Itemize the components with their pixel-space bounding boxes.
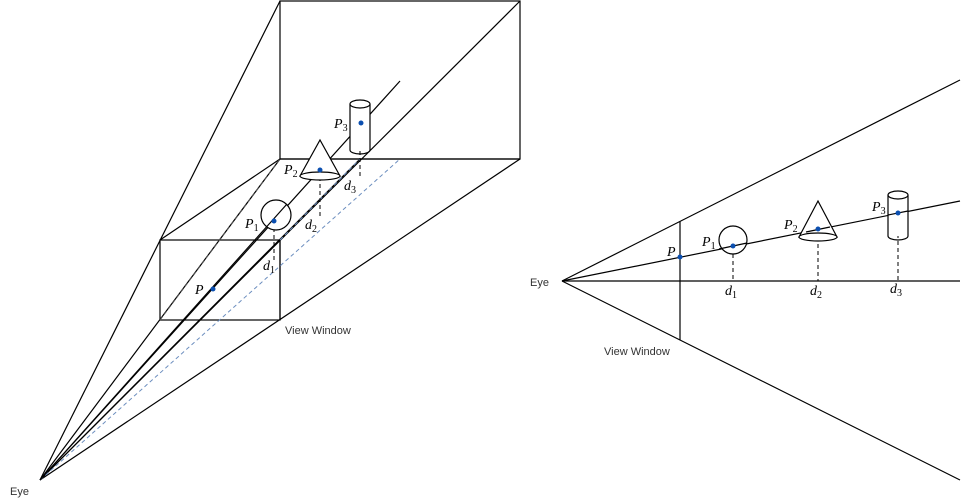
side-sphere-object bbox=[718, 225, 748, 255]
side-label-p2: P2 bbox=[783, 218, 798, 235]
label-d2: d2 bbox=[305, 218, 317, 235]
label-p1: P1 bbox=[244, 217, 259, 234]
side-cone-object bbox=[798, 199, 838, 242]
side-frustum-top bbox=[561, 79, 961, 282]
far-plane-rect bbox=[279, 0, 521, 160]
dashed-ground-projection bbox=[39, 158, 401, 481]
sight-ray-over-sphere bbox=[39, 203, 288, 481]
point-p2 bbox=[317, 167, 323, 173]
point-p bbox=[210, 286, 216, 292]
label-p2: P2 bbox=[283, 163, 298, 180]
label-p: P bbox=[194, 283, 204, 298]
side-label-d2: d2 bbox=[810, 284, 822, 301]
side-label-p1: P1 bbox=[701, 235, 716, 252]
point-p1 bbox=[271, 218, 277, 224]
side-label-p3: P3 bbox=[871, 200, 886, 217]
left-diagram: Eye View Window P P1 P2 P3 d1 d2 d3 bbox=[10, 0, 521, 498]
label-d1: d1 bbox=[263, 259, 275, 276]
cylinder-object bbox=[349, 99, 371, 155]
point-p3 bbox=[358, 120, 364, 126]
view-window-label: View Window bbox=[285, 325, 351, 337]
cone-object bbox=[298, 138, 342, 181]
dashed-window-to-far bbox=[159, 158, 281, 321]
side-label-d3: d3 bbox=[890, 282, 902, 299]
window-to-far-edge-left bbox=[159, 158, 281, 241]
side-eye-label: Eye bbox=[530, 277, 549, 289]
label-d3: d3 bbox=[344, 179, 356, 196]
frustum-edge-top-left bbox=[39, 0, 281, 481]
eye-label: Eye bbox=[10, 486, 29, 498]
side-label-d1: d1 bbox=[725, 284, 737, 301]
side-point-p2 bbox=[815, 226, 821, 232]
side-point-p bbox=[677, 254, 683, 260]
label-p3: P3 bbox=[333, 117, 348, 134]
side-frustum-bottom bbox=[561, 280, 961, 481]
side-point-p1 bbox=[730, 243, 736, 249]
side-view-window-label: View Window bbox=[604, 346, 670, 358]
side-label-p: P bbox=[666, 245, 676, 260]
side-point-p3 bbox=[895, 210, 901, 216]
right-diagram: Eye View Window P P1 P2 P3 d1 d2 d3 bbox=[530, 79, 961, 481]
